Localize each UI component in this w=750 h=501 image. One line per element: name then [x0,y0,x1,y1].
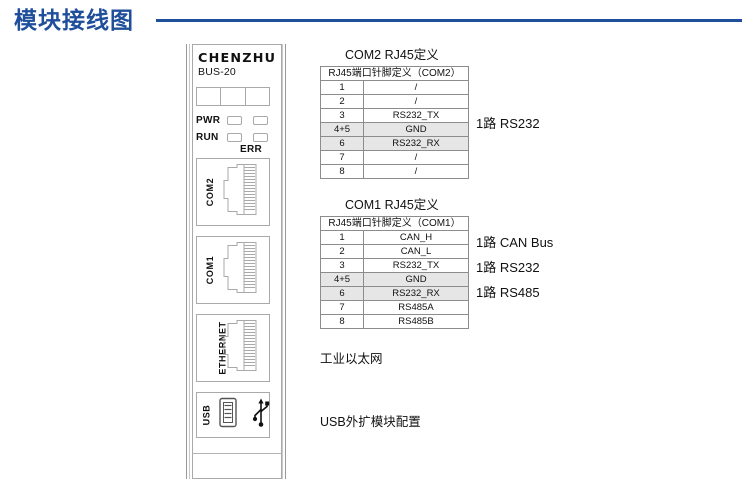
pin-table-com2-body: 1 / 2 / 3 RS232_TX 4+5 GND 6 RS232_RX 7 … [320,80,469,179]
terminal-cell [197,88,222,105]
table-header-cell: RJ45端口针脚定义（COM1） [320,216,469,231]
terminal-block [196,87,270,106]
pin-signal: RS485B [363,314,469,329]
table-row: 1 CAN_H [320,230,469,245]
pin-number: 4+5 [320,272,364,287]
table-row: 3 RS232_TX [320,108,469,123]
pin-signal: / [363,94,469,109]
pin-signal: RS232_RX [363,286,469,301]
annotation-com1-rs485: 1路 RS485 [476,285,540,300]
note-ethernet: 工业以太网 [320,352,383,366]
device-model-label: BUS-20 [198,66,236,78]
page-title: 模块接线图 [14,7,134,33]
port-label-com2: COM2 [205,177,216,207]
led-indicator-unlabeled-top [253,116,268,125]
led-row-pwr: PWR [196,114,276,127]
port-com1: COM1 [196,236,270,304]
usb-jack-icon [219,397,237,433]
table-row: 2 / [320,94,469,109]
usb-trident-icon [251,398,271,433]
pin-signal: RS232_TX [363,258,469,273]
led-row-run: RUN [196,131,276,144]
pin-signal: CAN_L [363,244,469,259]
pin-number: 4+5 [320,122,364,137]
table-caption-com1: COM1 RJ45定义 [345,198,439,212]
pin-signal: RS232_RX [363,136,469,151]
table-row: 2 CAN_L [320,244,469,259]
table-row: 4+5 GND [320,272,469,287]
title-rule [156,19,742,22]
table-header-cell: RJ45端口针脚定义（COM2） [320,66,469,81]
pin-number: 1 [320,230,364,245]
pin-table-com2: RJ45端口针脚定义（COM2） 1 / 2 / 3 RS232_TX 4+5 … [320,66,469,179]
pin-number: 1 [320,80,364,95]
terminal-cell [221,88,246,105]
port-ethernet: ETHERNET [196,314,270,382]
table-caption-com2: COM2 RJ45定义 [345,48,439,62]
pin-signal: RS232_TX [363,108,469,123]
brand-logo: CHENZHU [198,50,277,65]
pin-number: 7 [320,300,364,315]
table-row: 7 RS485A [320,300,469,315]
table-row: 4+5 GND [320,122,469,137]
pin-number: 3 [320,258,364,273]
device-module-illustration: CHENZHU BUS-20 PWR RUN ERR COM2 [186,44,288,479]
pin-signal: / [363,150,469,165]
device-face-divider [192,453,282,454]
pin-signal: RS485A [363,300,469,315]
pin-number: 3 [320,108,364,123]
pin-table-com1-body: 1 CAN_H 2 CAN_L 3 RS232_TX 4+5 GND 6 RS2… [320,230,469,329]
led-label-err: ERR [240,144,263,155]
table-row: 7 / [320,150,469,165]
pin-number: 8 [320,314,364,329]
device-right-edge [282,44,286,479]
note-usb: USB外扩模块配置 [320,415,421,429]
port-label-com1: COM1 [205,255,216,285]
port-usb: USB [196,392,270,438]
pin-number: 2 [320,94,364,109]
pin-signal: GND [363,272,469,287]
pin-number: 6 [320,286,364,301]
pin-signal: / [363,80,469,95]
pin-number: 8 [320,164,364,179]
table-row: 8 / [320,164,469,179]
rj45-jack-icon [223,242,263,299]
pin-table-com1: RJ45端口针脚定义（COM1） 1 CAN_H 2 CAN_L 3 RS232… [320,216,469,329]
annotation-com1-rs232: 1路 RS232 [476,260,540,275]
pin-number: 2 [320,244,364,259]
pin-signal: GND [363,122,469,137]
table-header-row: RJ45端口针脚定义（COM1） [320,216,469,231]
device-left-edge [186,44,190,479]
port-com2: COM2 [196,158,270,226]
led-indicator-pwr [227,116,242,125]
pin-signal: CAN_H [363,230,469,245]
rj45-jack-icon [223,320,263,377]
led-indicator-err [253,133,268,142]
rj45-jack-icon [223,164,263,221]
pin-number: 7 [320,150,364,165]
pin-signal: / [363,164,469,179]
pin-number: 6 [320,136,364,151]
table-row: 1 / [320,80,469,95]
annotation-com2-rs232: 1路 RS232 [476,116,540,131]
table-row: 6 RS232_RX [320,286,469,301]
table-row: 6 RS232_RX [320,136,469,151]
terminal-cell [246,88,269,105]
led-label-pwr: PWR [196,115,221,126]
led-indicator-run [227,133,242,142]
table-row: 3 RS232_TX [320,258,469,273]
led-label-run: RUN [196,132,219,143]
table-header-row: RJ45端口针脚定义（COM2） [320,66,469,81]
annotation-com1-can: 1路 CAN Bus [476,235,554,250]
table-row: 8 RS485B [320,314,469,329]
port-label-usb: USB [201,404,212,426]
